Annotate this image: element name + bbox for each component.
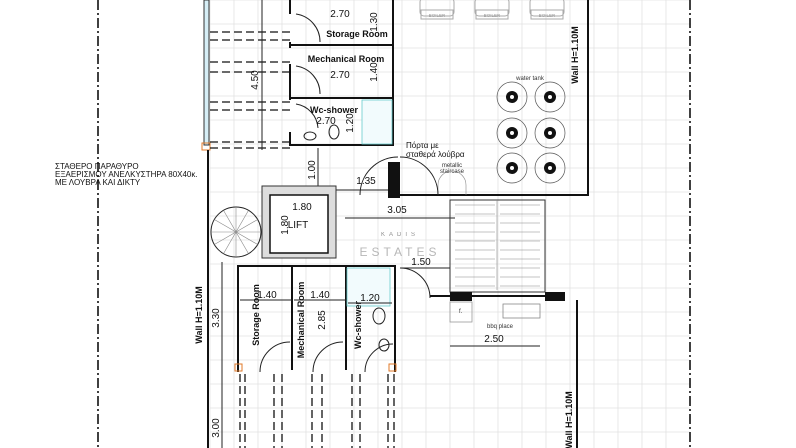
svg-text:1.20: 1.20 <box>360 293 380 304</box>
svg-text:1.80: 1.80 <box>280 215 291 235</box>
note-window-line1: ΣΤΑΘΕΡΟ ΠΑΡΑΘΥΡΟ <box>55 162 139 171</box>
room-label-wc-upper: Wc-shower <box>310 105 359 115</box>
svg-text:3.00: 3.00 <box>211 418 222 438</box>
svg-text:2.85: 2.85 <box>317 310 328 330</box>
svg-text:1.40: 1.40 <box>369 62 380 82</box>
lift-label: LIFT <box>288 220 309 231</box>
svg-text:1.80: 1.80 <box>292 202 312 213</box>
svg-text:3.30: 3.30 <box>211 308 222 328</box>
glazing-strip <box>203 0 210 146</box>
water-tank-icon <box>496 152 528 184</box>
upper-block: 4.50 2.70 1.30 Storage Room Mechanical R… <box>201 0 394 151</box>
svg-text:BOILER: BOILER <box>484 13 501 18</box>
column <box>201 142 211 151</box>
svg-text:1.50: 1.50 <box>411 257 431 268</box>
svg-text:1.40: 1.40 <box>257 290 277 301</box>
lower-block: 1.40 1.40 1.20 Storage Room Mechanical R… <box>194 262 397 448</box>
boiler-icon: BOILER <box>419 0 455 20</box>
boiler-icon: BOILER <box>529 0 565 20</box>
svg-text:BOILER: BOILER <box>539 13 556 18</box>
central-zone: 1.00 1.35 3.05 1.80 LIFT 1.80 1.50 KADIS… <box>207 148 546 448</box>
svg-text:1.40: 1.40 <box>310 290 330 301</box>
svg-text:1.20: 1.20 <box>345 113 356 133</box>
svg-text:1.30: 1.30 <box>369 12 380 32</box>
svg-text:3.05: 3.05 <box>387 205 407 216</box>
floor-tile-grid <box>209 0 690 448</box>
svg-text:2.70: 2.70 <box>330 70 350 81</box>
wall-label-left: Wall H=1.10M <box>194 286 204 343</box>
bbq-label: bbq place <box>487 324 514 330</box>
staircase <box>449 199 546 293</box>
note-door-line1: Πόρτα με <box>406 141 439 150</box>
dim-total-height: 4.50 <box>250 70 261 90</box>
svg-text:2.50: 2.50 <box>484 334 504 345</box>
lift-shaft <box>269 194 329 254</box>
svg-text:1.00: 1.00 <box>307 160 318 180</box>
water-tank-icon <box>496 117 528 149</box>
watermark-sub: ESTATES <box>360 245 441 259</box>
louvre-door <box>388 162 400 198</box>
water-tank-icon <box>534 81 566 113</box>
note-window-line2: ΕΞΑΕΡΙΣΜΟΥ ΑΝΕΛΚΥΣΤΗΡΑ 80Χ40κ. <box>55 170 198 179</box>
terrace: BOILER BOILER BOILER water tank Wall H=1.1… <box>400 0 589 196</box>
room-label-mechanical-upper: Mechanical Room <box>308 54 385 64</box>
watermark-brand: KADIS <box>381 232 419 238</box>
svg-text:f.: f. <box>459 309 463 315</box>
wall-label-right: Wall H=1.10M <box>564 391 574 448</box>
room-label-mechanical-lower: Mechanical Room <box>296 282 306 359</box>
svg-text:staircase: staircase <box>440 169 465 175</box>
room-label-storage-upper: Storage Room <box>326 29 388 39</box>
wall-label-top: Wall H=1.10M <box>570 26 580 83</box>
sink-icon <box>502 303 541 319</box>
water-tank-label: water tank <box>515 76 545 82</box>
water-tank-icon <box>534 117 566 149</box>
boiler-icon: BOILER <box>474 0 510 20</box>
svg-text:2.70: 2.70 <box>330 9 350 20</box>
svg-text:metallic: metallic <box>442 163 462 169</box>
water-tank-icon <box>534 152 566 184</box>
water-tank-icon <box>496 81 528 113</box>
note-window-line3: ΜΕ ΛΟΥΒΡΑ ΚΑΙ ΔΙΚΤΥ <box>55 178 141 187</box>
svg-text:BOILER: BOILER <box>429 13 446 18</box>
room-label-wc-lower: Wc-shower <box>353 301 363 350</box>
note-door-line2: σταθερά λούβρα <box>406 150 465 159</box>
room-label-storage-lower: Storage Room <box>251 284 261 346</box>
svg-text:1.35: 1.35 <box>356 176 376 187</box>
bbq-area: f. bbq place 2.50 Wall H=1.10M <box>430 292 578 448</box>
svg-text:2.70: 2.70 <box>316 116 336 127</box>
